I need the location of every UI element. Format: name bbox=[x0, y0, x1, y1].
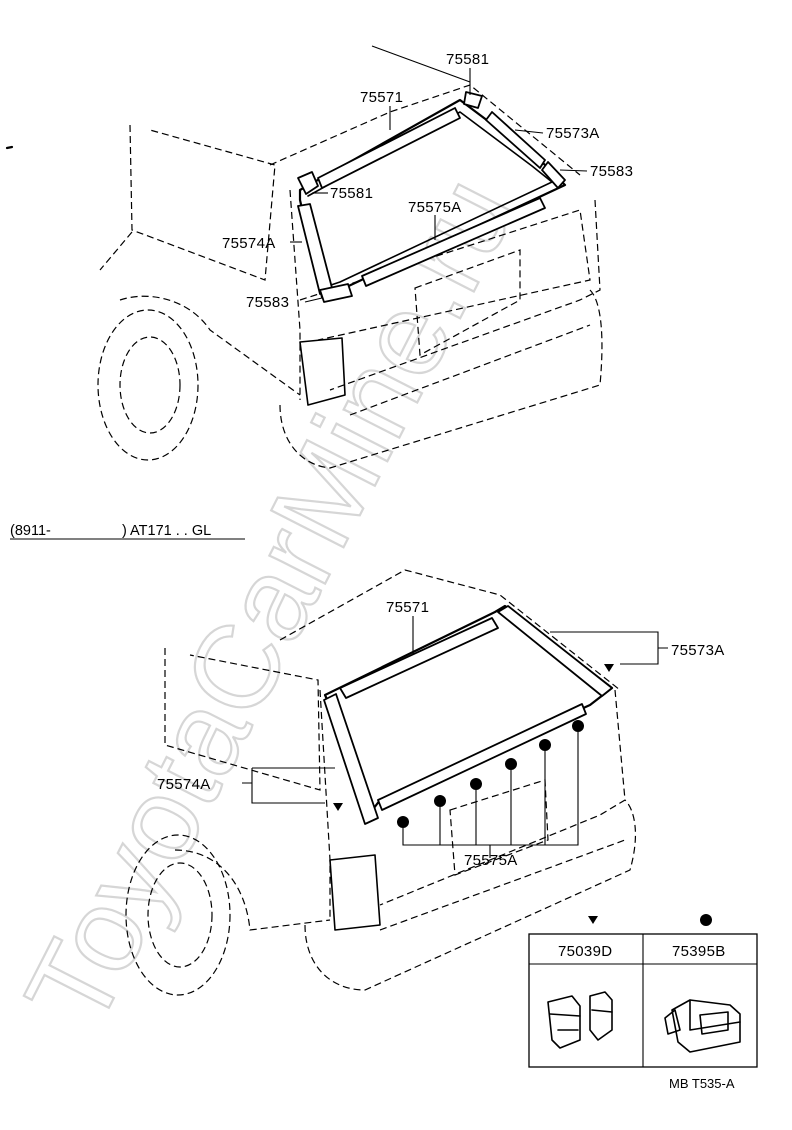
tail-lamp bbox=[299, 337, 346, 406]
watermark-text: ToyotaCarMine.ru bbox=[1, 157, 541, 1047]
clip-triangle-left bbox=[333, 803, 343, 811]
clip-table: 75039D 75395B bbox=[528, 914, 758, 1068]
bumper-line bbox=[349, 324, 591, 416]
back-door-edge-bottom bbox=[379, 689, 626, 906]
clip-dot-6 bbox=[572, 720, 584, 732]
drawing-code: MB T535-A bbox=[669, 1076, 735, 1091]
clip-dot-3 bbox=[470, 778, 482, 790]
label-75574a-bottom: 75574A bbox=[157, 776, 211, 793]
clip-triangle-right bbox=[604, 664, 614, 672]
label-75574a-top: 75574A bbox=[222, 235, 276, 252]
top-part-labels: 75581 75571 75573A 75583 75581 75575A 75… bbox=[222, 51, 633, 311]
clip-dot-4 bbox=[505, 758, 517, 770]
clip-75039d-part-b bbox=[589, 991, 613, 1041]
leader-75583-left bbox=[304, 297, 323, 303]
label-75581-left: 75581 bbox=[330, 185, 373, 202]
bottom-leader-lines bbox=[242, 616, 668, 858]
rear-wheel-hub bbox=[119, 336, 181, 434]
clip-75039d-detail-b bbox=[591, 1009, 613, 1013]
clip-75039d-detail-a bbox=[549, 1013, 581, 1031]
molding-75574a-bottom bbox=[323, 693, 379, 825]
roof-edge bbox=[269, 84, 581, 176]
body-side-bottom bbox=[174, 849, 331, 931]
label-75575a-bottom: 75575A bbox=[464, 852, 518, 869]
label-75571-bottom: 75571 bbox=[386, 599, 429, 616]
molding-75575a bbox=[361, 197, 546, 287]
header-range: (8911- bbox=[10, 523, 51, 539]
roof-line bbox=[371, 45, 471, 83]
back-door-edge bbox=[329, 199, 601, 391]
label-75583-right: 75583 bbox=[590, 163, 633, 180]
clip-dot-1 bbox=[397, 816, 409, 828]
clip-part-75039d: 75039D bbox=[558, 943, 612, 960]
molding-75573a bbox=[485, 111, 546, 169]
header-model: ) AT171 . . GL bbox=[122, 523, 211, 539]
molding-75583-left bbox=[319, 283, 353, 303]
rear-wheel bbox=[97, 309, 199, 461]
leader-75573a-bottom bbox=[550, 631, 668, 665]
body-side bbox=[119, 295, 301, 396]
section-header: (8911- ) AT171 . . GL bbox=[10, 523, 245, 540]
dot-symbol bbox=[700, 914, 712, 926]
watermark: ToyotaCarMine.ru bbox=[0, 156, 542, 1048]
clip-75395b-body bbox=[671, 999, 741, 1053]
clip-dot-5 bbox=[539, 739, 551, 751]
molding-75574a bbox=[297, 203, 333, 295]
top-vehicle-drawing bbox=[97, 45, 603, 469]
leader-75574a-bottom bbox=[242, 767, 335, 804]
clip-75395b-detail bbox=[689, 999, 741, 1035]
clip-part-75395b: 75395B bbox=[672, 943, 726, 960]
molding-75581-top bbox=[463, 91, 483, 109]
label-75581-top: 75581 bbox=[446, 51, 489, 68]
roof-edge-bottom bbox=[279, 569, 621, 691]
pillar-line bbox=[99, 231, 133, 271]
tail-lamp-bottom bbox=[329, 854, 381, 931]
label-75573a-bottom: 75573A bbox=[671, 642, 725, 659]
top-leader-lines bbox=[290, 68, 588, 303]
molding-75571-bottom bbox=[339, 617, 499, 699]
license-plate bbox=[414, 249, 521, 356]
side-window-bottom bbox=[164, 648, 321, 791]
back-door-lower bbox=[299, 209, 591, 341]
molding-75581-left bbox=[297, 171, 319, 195]
label-75573a-top: 75573A bbox=[546, 125, 600, 142]
c-pillar-bottom bbox=[319, 689, 331, 920]
clip-75395b-drawing bbox=[664, 999, 741, 1053]
rear-wheel-hub-bottom bbox=[147, 862, 213, 968]
label-75571-top: 75571 bbox=[360, 89, 403, 106]
leader-75573a bbox=[514, 129, 544, 134]
clip-table-grid bbox=[529, 934, 757, 1067]
clip-dot-2 bbox=[434, 795, 446, 807]
triangle-symbol bbox=[588, 916, 598, 924]
bottom-vehicle-drawing bbox=[125, 569, 636, 996]
rear-wheel-bottom bbox=[125, 834, 231, 996]
leader-75583-right bbox=[559, 169, 588, 172]
molding-75575a-bottom bbox=[377, 703, 587, 811]
rear-bumper-bottom bbox=[304, 799, 636, 991]
label-75583-left: 75583 bbox=[246, 294, 289, 311]
clip-75395b-tab bbox=[664, 1009, 681, 1035]
margin-mark bbox=[5, 145, 14, 150]
molding-75573a-bottom bbox=[497, 605, 613, 697]
bottom-part-labels: 75571 75573A 75574A 75575A bbox=[157, 599, 725, 869]
clip-75039d-part-a bbox=[547, 995, 581, 1049]
clip-75039d-drawing bbox=[547, 991, 613, 1049]
molding-75583-right bbox=[541, 161, 566, 189]
license-plate-bottom bbox=[449, 779, 549, 876]
molding-75571-top bbox=[317, 107, 461, 189]
leader-75575a-bottom bbox=[402, 732, 579, 858]
label-75575a-top: 75575A bbox=[408, 199, 462, 216]
c-pillar bbox=[289, 189, 301, 400]
side-window bbox=[129, 124, 276, 281]
